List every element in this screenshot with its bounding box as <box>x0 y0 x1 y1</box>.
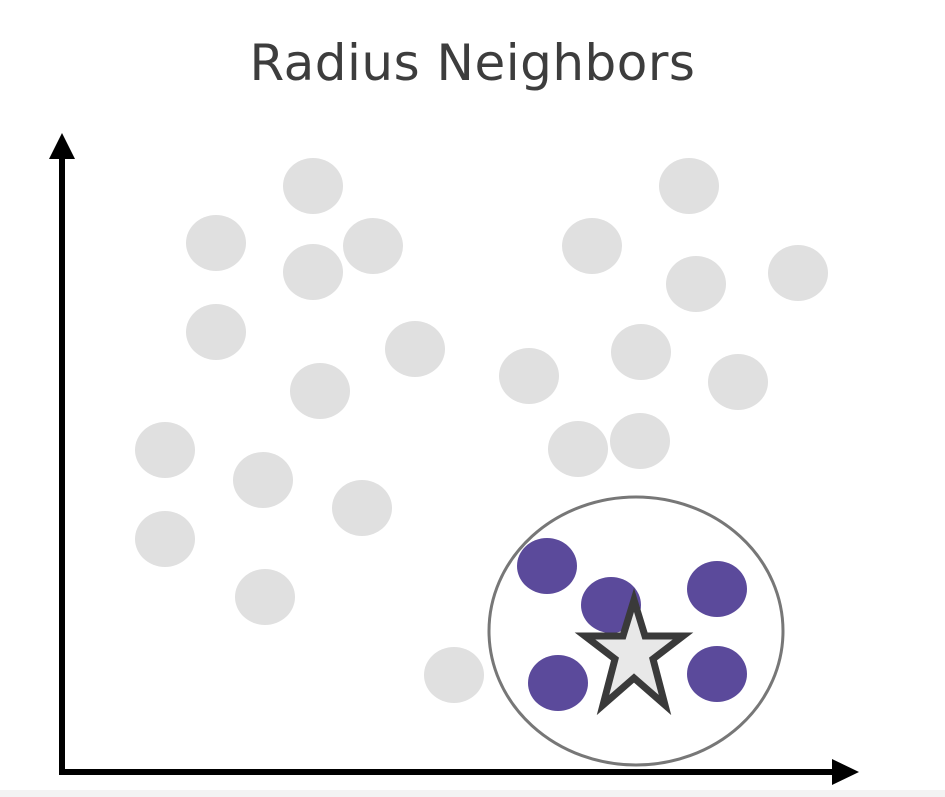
radius-circle <box>487 495 785 767</box>
other-point <box>499 348 559 404</box>
y-axis-arrowhead-icon <box>49 133 75 159</box>
neighbor-point <box>687 561 747 617</box>
other-point <box>235 569 295 625</box>
other-point <box>385 321 445 377</box>
other-point <box>708 354 768 410</box>
neighbor-point <box>687 646 747 702</box>
other-point <box>562 218 622 274</box>
other-point <box>343 218 403 274</box>
other-point <box>283 244 343 300</box>
other-point <box>548 421 608 477</box>
other-point <box>135 511 195 567</box>
other-point <box>666 256 726 312</box>
diagram-title: Radius Neighbors <box>249 34 696 92</box>
other-point <box>233 452 293 508</box>
other-point <box>283 158 343 214</box>
other-point <box>768 245 828 301</box>
other-point <box>611 324 671 380</box>
neighbor-point <box>528 655 588 711</box>
query-point-star-icon <box>574 588 694 716</box>
other-point <box>424 647 484 703</box>
x-axis-arrowhead-icon <box>832 759 859 785</box>
y-axis <box>49 133 75 772</box>
other-point <box>332 480 392 536</box>
other-points-group <box>135 158 828 703</box>
other-point <box>186 304 246 360</box>
neighbor-points-group <box>517 538 747 711</box>
other-point <box>290 363 350 419</box>
other-point <box>186 215 246 271</box>
bottom-strip <box>0 790 945 797</box>
neighbor-point <box>517 538 577 594</box>
x-axis <box>59 759 859 785</box>
other-point <box>610 413 670 469</box>
other-point <box>659 158 719 214</box>
other-point <box>135 422 195 478</box>
